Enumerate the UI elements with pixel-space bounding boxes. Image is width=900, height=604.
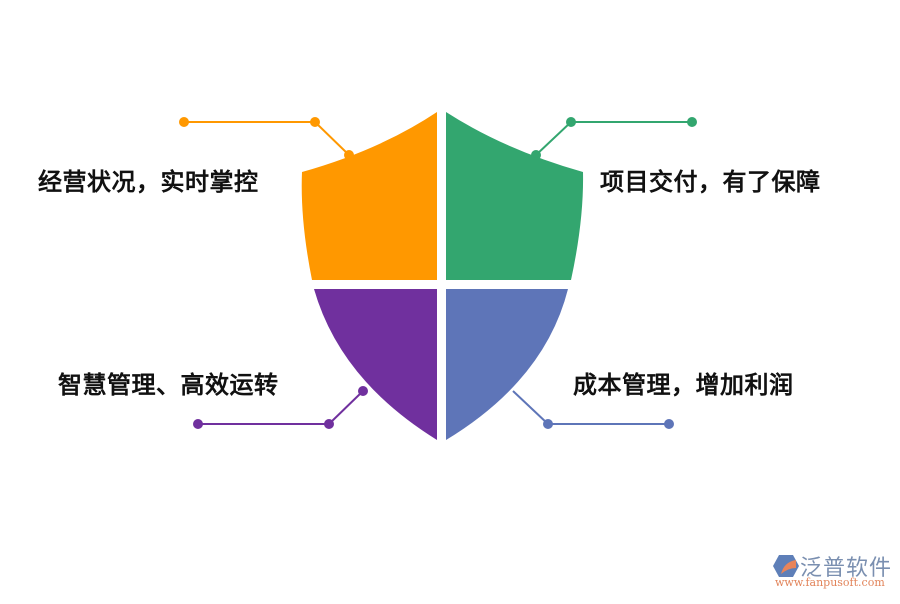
logo-url: www.fanpusoft.com [775,576,885,589]
connector-top-right [531,117,697,160]
label-top-right: 项目交付，有了保障 [600,168,821,196]
label-top-left: 经营状况，实时掌控 [38,168,259,196]
logo-name: 泛普软件 [800,556,893,581]
shield-quadrant-top-left [301,112,437,280]
connector-bottom-left [193,386,368,429]
shield-quadrant-top-right [446,112,584,280]
shield-quadrant-bottom-left [314,289,437,440]
connector-bottom-right [512,390,674,429]
logo-hexagon-icon [773,555,799,577]
label-bottom-left: 智慧管理、高效运转 [58,371,279,399]
connector-top-left [179,117,354,160]
label-bottom-right: 成本管理，增加利润 [573,371,794,399]
shield-quadrant-bottom-right [446,289,568,440]
brand-logo: 泛普软件 www.fanpusoft.com [770,552,895,592]
